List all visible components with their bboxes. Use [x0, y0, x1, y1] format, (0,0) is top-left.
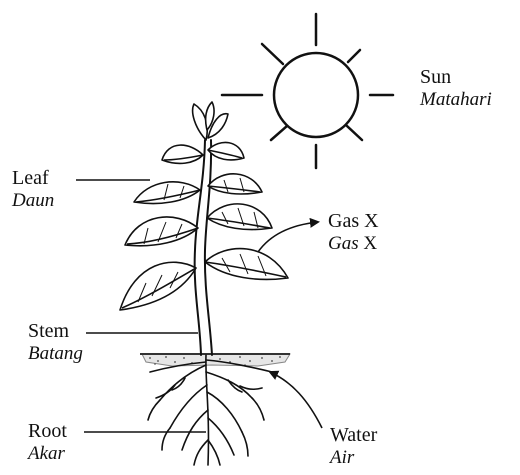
label-root-ms: Akar: [28, 443, 67, 465]
label-leaf-en: Leaf: [12, 167, 54, 190]
label-leaf-ms: Daun: [12, 190, 54, 212]
leaves: [120, 102, 288, 310]
label-gas-x-en: Gas X: [328, 210, 379, 233]
label-sun: Sun Matahari: [420, 66, 492, 111]
label-stem: Stem Batang: [28, 320, 83, 365]
label-sun-ms: Matahari: [420, 89, 492, 111]
stem: [195, 140, 212, 355]
sun-icon: [222, 14, 393, 168]
water-arrow: [270, 372, 322, 428]
label-water-en: Water: [330, 424, 377, 447]
label-gas-x-ms-upright: X: [363, 233, 377, 254]
label-root: Root Akar: [28, 420, 67, 465]
label-gas-x-ms: Gas X: [328, 233, 379, 255]
label-root-en: Root: [28, 420, 67, 443]
roots: [148, 355, 272, 465]
soil: [140, 354, 290, 366]
label-water: Water Air: [330, 424, 377, 469]
label-gas-x: Gas X Gas X: [328, 210, 379, 255]
label-sun-en: Sun: [420, 66, 492, 89]
label-gas-x-ms-italic: Gas: [328, 233, 359, 254]
label-stem-en: Stem: [28, 320, 83, 343]
label-leaf: Leaf Daun: [12, 167, 54, 212]
label-water-ms: Air: [330, 447, 377, 469]
label-stem-ms: Batang: [28, 343, 83, 365]
